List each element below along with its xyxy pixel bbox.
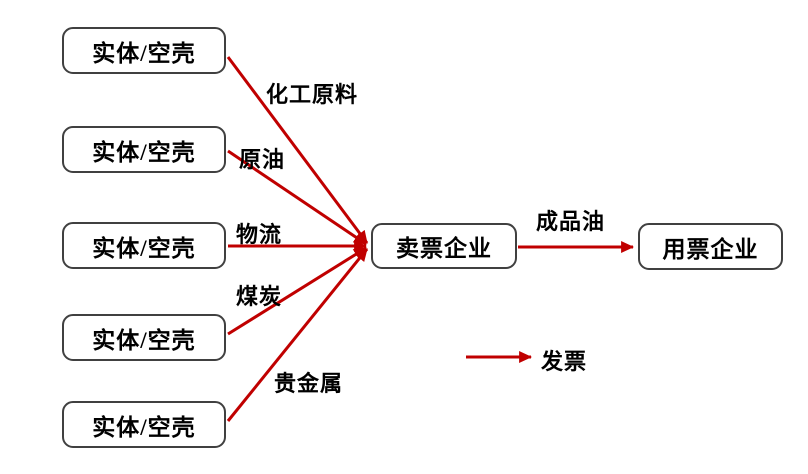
edge-label-refined-oil: 成品油 [536, 209, 606, 234]
edge-crude-oil-arrow [227, 149, 367, 246]
edge-coal-arrow [227, 246, 367, 336]
source-box-3: 实体/空壳 [62, 222, 226, 269]
edge-label-chemical: 化工原料 [266, 82, 359, 107]
source-box-1: 实体/空壳 [62, 27, 226, 74]
edge-label-precious-metal: 贵金属 [274, 371, 344, 396]
source-box-2: 实体/空壳 [62, 126, 226, 173]
edge-label-crude-oil: 原油 [239, 147, 286, 172]
legend-label: 发票 [541, 349, 588, 374]
edge-chemical-arrow [226, 56, 369, 244]
source-box-4: 实体/空壳 [62, 314, 226, 361]
edge-label-logistics: 物流 [236, 222, 283, 247]
seller-box: 卖票企业 [371, 223, 517, 269]
edge-label-coal: 煤炭 [236, 284, 283, 309]
edge-precious-metal-arrow [226, 248, 369, 422]
source-box-5: 实体/空壳 [62, 401, 226, 448]
user-box: 用票企业 [638, 223, 783, 270]
